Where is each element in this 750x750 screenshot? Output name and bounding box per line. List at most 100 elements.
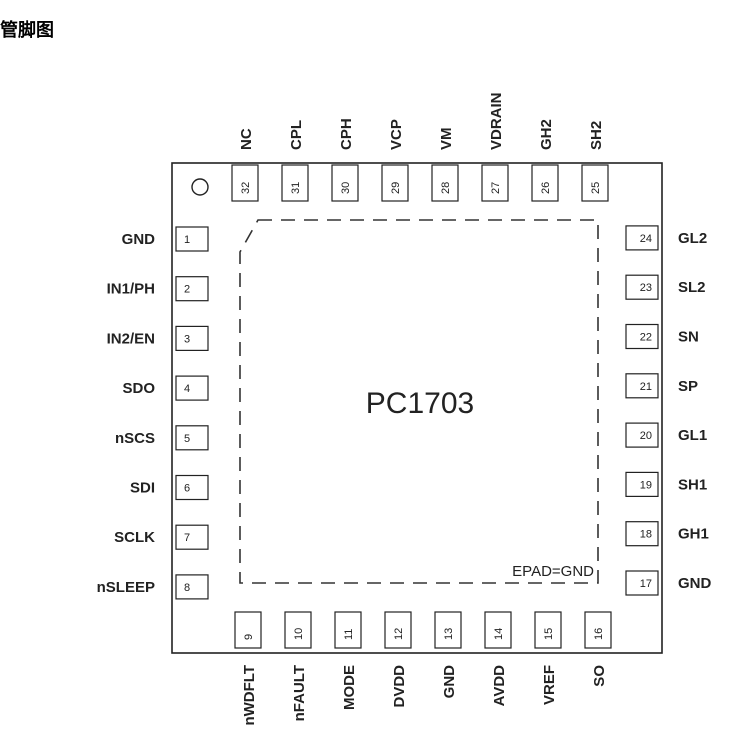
pin-pad — [281, 164, 309, 202]
pin-pad — [175, 325, 209, 351]
pin-number: 15 — [543, 628, 555, 640]
pin-name: CPH — [338, 118, 355, 150]
pin-name: SH2 — [588, 121, 605, 150]
pin-number: 18 — [640, 529, 652, 541]
pin-name: VREF — [541, 665, 558, 705]
pin-number: 21 — [640, 381, 652, 393]
top-pin-group: 25SH226GH227VDRAIN28VM29VCP30CPH31CPL32N… — [231, 92, 609, 202]
pin-number: 7 — [184, 532, 190, 544]
pin-name: MODE — [341, 665, 358, 710]
pin-pad — [534, 611, 562, 649]
pin-name: GL1 — [678, 427, 707, 444]
pin-name: SN — [678, 329, 699, 346]
pin-right-5: 21 SP — [625, 373, 698, 399]
pin-left-7: 7 SCLK — [114, 524, 209, 550]
pin-pad — [625, 274, 659, 300]
pin-pad — [175, 425, 209, 451]
pin-left-6: 6 SDI — [130, 474, 209, 501]
pin-number: 11 — [343, 629, 355, 640]
pin-number: 4 — [184, 383, 190, 395]
pin-pad — [434, 611, 462, 649]
pin-pad — [484, 611, 512, 649]
pin-left-8: 8 nSLEEP — [97, 574, 209, 600]
pin-left-1: 1 GND — [122, 226, 209, 252]
pin-number: 6 — [184, 483, 190, 495]
pin-pad — [175, 226, 209, 252]
pin-name: SL2 — [678, 279, 706, 296]
pin-name: SCLK — [114, 529, 155, 546]
pin-pad — [175, 524, 209, 550]
pin-pad — [625, 225, 659, 251]
pin-number: 29 — [390, 182, 402, 194]
pin-name: GND — [441, 665, 458, 699]
pin-pad — [231, 164, 259, 202]
pin-name: GH1 — [678, 526, 709, 543]
pin-pad — [431, 164, 459, 202]
pin-right-2: 18 GH1 — [625, 521, 709, 547]
epad-label: EPAD=GND — [512, 563, 594, 580]
bottom-pin-group: 9nWDFLT10nFAULT11MODE12DVDD13GND14AVDD15… — [234, 611, 612, 726]
pin1-indicator-icon — [191, 178, 209, 196]
pin-right-3: 19 SH1 — [625, 471, 707, 497]
pin-name: SP — [678, 378, 698, 395]
pin-name: nSLEEP — [97, 579, 155, 596]
pin-name: NC — [238, 128, 255, 150]
pin-pad — [331, 164, 359, 202]
pin-name: GH2 — [538, 119, 555, 150]
pin-pad — [581, 164, 609, 202]
pin-name: AVDD — [491, 665, 508, 707]
pin-pad — [175, 574, 209, 600]
package-outline — [171, 162, 663, 654]
pin-number: 8 — [184, 582, 190, 594]
pin-pad — [625, 570, 659, 596]
pin-number: 3 — [184, 333, 190, 345]
pin-name: DVDD — [391, 665, 408, 708]
pin-name: GND — [678, 575, 712, 592]
pin-number: 9 — [243, 634, 255, 640]
part-number: PC1703 — [366, 387, 474, 420]
pin-pad — [625, 323, 659, 350]
pin-pad — [384, 611, 412, 649]
pin-pad — [625, 422, 659, 448]
pin-number: 27 — [490, 182, 502, 194]
pin-name: GND — [122, 231, 156, 248]
pin-number: 28 — [440, 182, 452, 194]
pin-pad — [334, 611, 362, 649]
pin-name: SDO — [122, 380, 155, 397]
pin-name: SH1 — [678, 476, 707, 493]
pin-number: 22 — [640, 332, 652, 344]
pin-pad — [481, 164, 509, 202]
pin-number: 1 — [184, 234, 190, 246]
pin-pad — [284, 611, 312, 649]
pin-pad — [625, 471, 659, 497]
pin-number: 26 — [540, 182, 552, 194]
pin-name: nWDFLT — [241, 665, 258, 726]
pin-name: SDI — [130, 480, 155, 497]
pin-pad — [531, 164, 559, 202]
pin-number: 24 — [640, 233, 652, 245]
pin-top-2: 26 GH2 — [531, 119, 559, 202]
pin-pad — [625, 521, 659, 547]
pin-number: 19 — [640, 479, 652, 491]
pin-name: IN1/PH — [107, 281, 155, 298]
pin-pad — [175, 276, 209, 302]
